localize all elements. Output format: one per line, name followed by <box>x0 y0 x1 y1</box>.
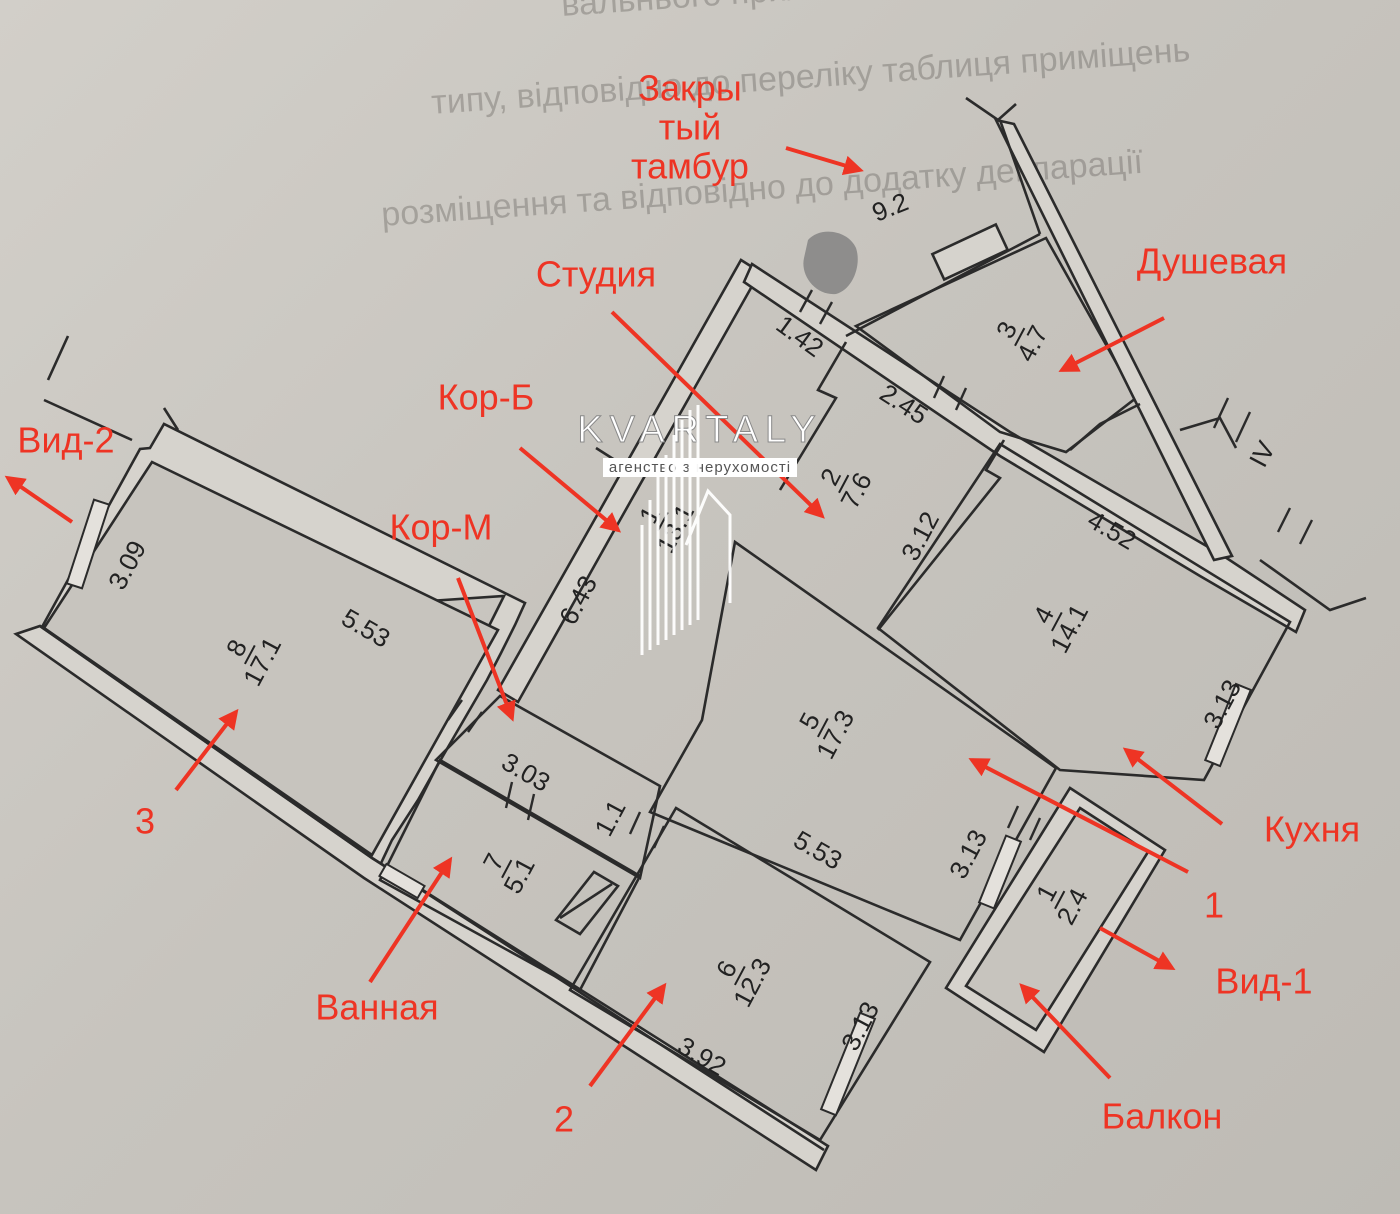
annotation: Ванная <box>315 986 439 1028</box>
window-room-6 <box>819 1011 877 1117</box>
window-room-8 <box>65 498 111 590</box>
walls <box>13 96 1367 1172</box>
arrow-balcony <box>1019 983 1112 1080</box>
arrow-shower <box>1058 316 1165 372</box>
arrow-room-3 <box>174 708 239 792</box>
annotation: 3 <box>134 800 156 842</box>
arrow-bathroom <box>368 856 453 984</box>
arrow-view-2 <box>4 475 74 524</box>
annotation: Вид-2 <box>17 419 115 461</box>
annotation: 1 <box>1203 884 1225 926</box>
north-wall <box>742 262 1307 634</box>
redaction-blob <box>803 231 858 295</box>
watermark-logo: KVARTALY агенство з нерухомості <box>577 405 816 805</box>
windows <box>65 498 1253 1117</box>
window-room-4 <box>1203 682 1253 768</box>
annotation: Студия <box>535 253 657 295</box>
arrow-vestibule <box>785 146 864 176</box>
door-marks <box>447 289 1314 849</box>
window-room-7 <box>378 862 426 900</box>
annotation: 2 <box>553 1098 575 1140</box>
annotation: Душевая <box>1136 240 1288 282</box>
arrow-room-2 <box>588 982 667 1088</box>
watermark-building-icon <box>640 405 732 655</box>
annotation: Кор-М <box>389 506 493 548</box>
annotation: Кухня <box>1263 808 1361 850</box>
arrow-studio <box>610 310 825 519</box>
annotation: Кор-Б <box>437 376 535 418</box>
window-room-5 <box>977 834 1023 910</box>
annotation-line: Закры <box>638 67 742 109</box>
annotation: Закры тый тамбур <box>631 67 749 187</box>
annotation: Вид-1 <box>1215 960 1313 1002</box>
annotation-line: тый <box>658 106 722 148</box>
annotation-line: тамбур <box>631 145 749 187</box>
vestibule-wall <box>993 118 1234 562</box>
arrow-kitchen <box>1122 747 1224 826</box>
arrow-room-1 <box>968 758 1189 874</box>
arrow-corridor-m <box>456 577 516 722</box>
arrow-corridor-b <box>518 446 622 533</box>
watermark-brand: KVARTALY <box>577 409 823 452</box>
arrow-view-1 <box>1099 926 1176 970</box>
annotation: Балкон <box>1101 1095 1223 1137</box>
